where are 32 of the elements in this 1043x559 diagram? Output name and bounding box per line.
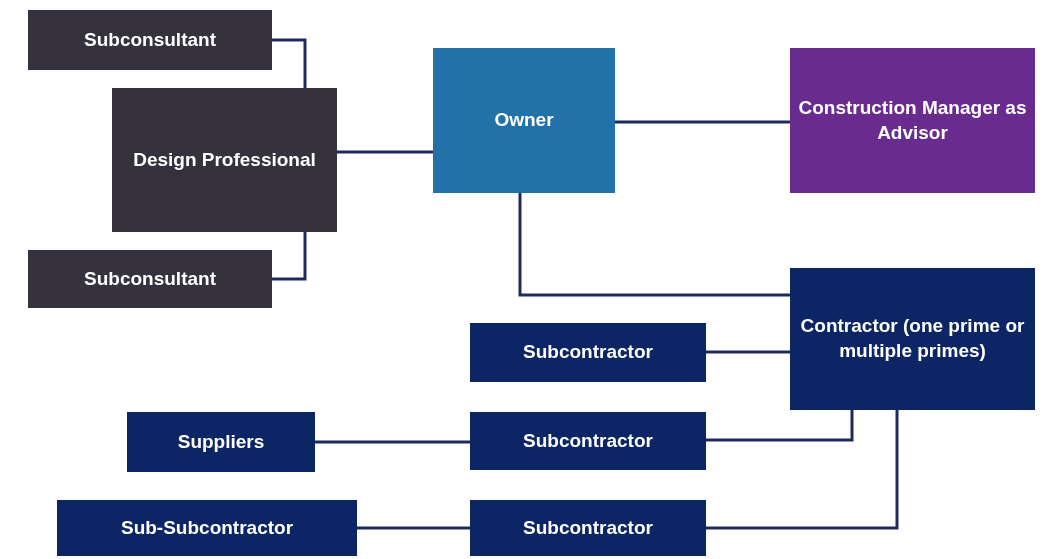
connector-line <box>272 232 307 281</box>
role-label: Subcontractor <box>523 515 653 540</box>
role-label: Contractor (one prime or multiple primes) <box>799 314 1026 363</box>
role-label: Construction Manager as Advisor <box>798 95 1027 145</box>
role-label: Design Professional <box>133 147 316 172</box>
role-label: Subconsultant <box>84 266 216 291</box>
role-box <box>28 10 272 70</box>
connector-line <box>518 193 790 297</box>
role-label: Sub-Subcontractor <box>120 515 294 540</box>
connector-line <box>315 440 470 444</box>
role-label: Subconsultant <box>84 27 216 52</box>
role-box <box>470 412 706 470</box>
role-box <box>470 500 706 556</box>
role-box <box>57 500 357 556</box>
role-label: Subcontractor <box>523 340 653 365</box>
role-box <box>28 250 272 308</box>
role-label: Suppliers <box>177 429 265 454</box>
connector-line <box>706 350 790 354</box>
role-box <box>127 412 315 472</box>
connector-line <box>615 120 790 124</box>
role-label: Subcontractor <box>523 428 653 453</box>
role-box <box>470 323 706 382</box>
connector-line <box>337 150 433 154</box>
role-label: Owner <box>494 108 554 133</box>
connector-line <box>706 410 899 530</box>
role-box <box>790 268 1035 410</box>
connector-line <box>357 526 470 530</box>
role-box <box>112 88 337 232</box>
role-box <box>433 48 615 193</box>
connector-line <box>706 410 854 442</box>
role-box <box>790 48 1035 193</box>
connector-line <box>272 38 307 88</box>
